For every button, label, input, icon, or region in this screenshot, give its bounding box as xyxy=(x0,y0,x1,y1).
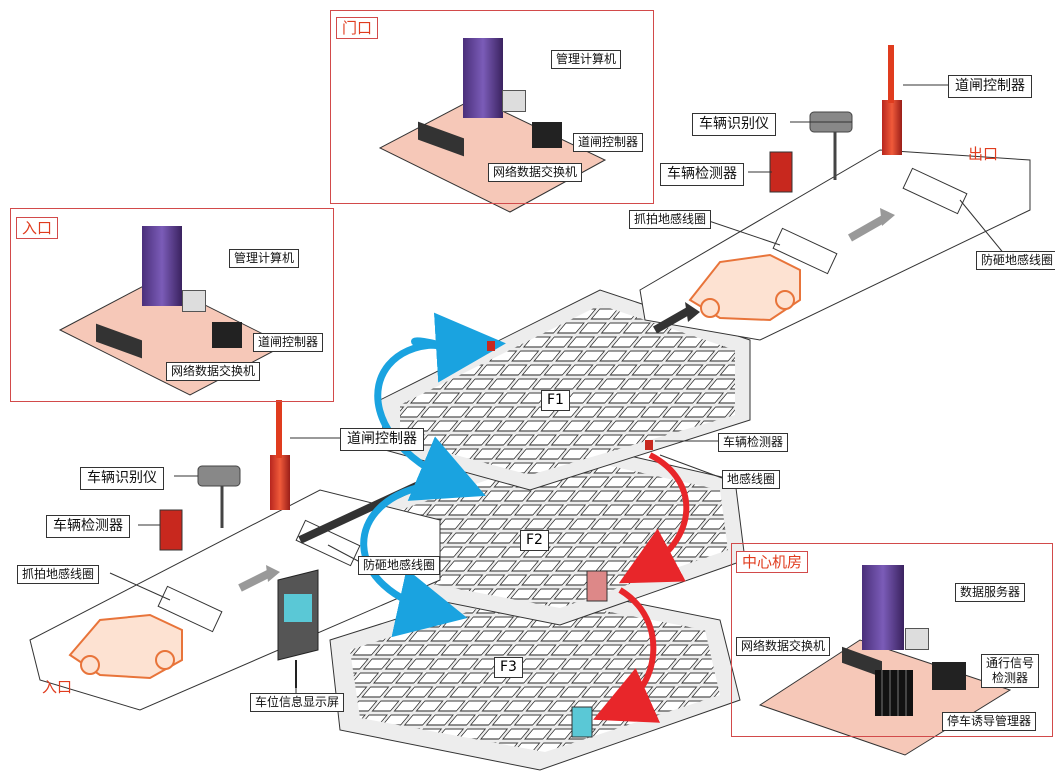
center-room-detector-icon xyxy=(932,662,966,690)
floor-coil-label: 地感线圈 xyxy=(722,470,781,489)
leader-lines xyxy=(109,84,1006,695)
entrance-room-controller-icon xyxy=(212,322,242,348)
exit-gate-controller-label: 道闸控制器 xyxy=(948,75,1032,98)
center-room-signal-detector-label: 通行信号 检测器 xyxy=(981,654,1040,688)
exit-barrier-arm xyxy=(888,45,894,103)
gate-room-gate-controller-label: 道闸控制器 xyxy=(573,133,644,152)
center-room-tag: 中心机房 xyxy=(736,551,809,573)
entry-detector-label: 车辆检测器 xyxy=(46,515,130,538)
exit-camera-label: 车辆识别仪 xyxy=(692,113,776,136)
entry-label: 入口 xyxy=(42,678,73,696)
entry-capture-coil-label: 抓拍地感线圈 xyxy=(17,565,100,584)
f2-terminal-icon xyxy=(586,570,608,602)
entry-camera-icon xyxy=(197,465,241,528)
exit-anti-coil-label: 防砸地感线圈 xyxy=(976,251,1055,270)
exit-capture-coil-label: 抓拍地感线圈 xyxy=(629,210,712,229)
exit-label: 出口 xyxy=(968,145,999,163)
gate-room-controller-icon xyxy=(532,122,562,148)
entry-barrier-arm xyxy=(276,400,282,458)
center-room-monitor-icon xyxy=(905,628,929,650)
center-room-server-icon xyxy=(862,565,904,650)
f3-terminal-icon xyxy=(571,706,593,738)
gate-room-computer-label: 管理计算机 xyxy=(551,50,622,69)
flow-arrow-red-2 xyxy=(593,587,661,723)
center-room-guide-manager-label: 停车诱导管理器 xyxy=(942,712,1037,731)
floor-f2-label: F2 xyxy=(520,530,549,551)
gate-room-switch-label: 网络数据交换机 xyxy=(488,163,583,182)
gate-room-server-icon xyxy=(463,38,503,118)
gate-room-floor xyxy=(378,97,607,213)
entrance-room-server-icon xyxy=(142,226,182,306)
flow-arrow-f1-loop xyxy=(411,312,506,383)
center-room-manager-icon xyxy=(875,670,913,716)
entrance-room-panel xyxy=(10,208,334,402)
center-room-panel xyxy=(731,543,1053,737)
center-room-data-server-label: 数据服务器 xyxy=(955,583,1026,602)
entry-camera-label: 车辆识别仪 xyxy=(80,467,164,490)
f1-right-detector-marker xyxy=(645,440,653,450)
entry-car-illustration xyxy=(68,613,183,680)
entry-anti-coil-label: 防砸地感线圈 xyxy=(358,556,441,575)
floor-f3-label: F3 xyxy=(494,657,523,678)
exit-detector-icon xyxy=(769,151,793,193)
floor-detector-label: 车辆检测器 xyxy=(718,433,789,452)
entry-barrier-pole xyxy=(270,455,290,510)
entrance-room-switch-label: 网络数据交换机 xyxy=(166,362,261,381)
entry-display-screen xyxy=(277,569,319,688)
exit-car-illustration xyxy=(688,253,801,322)
entrance-room-tag: 入口 xyxy=(16,217,59,239)
entrance-room-monitor-icon xyxy=(182,290,206,312)
gate-room-panel xyxy=(330,10,654,204)
entrance-room-computer-label: 管理计算机 xyxy=(229,249,300,268)
center-room-switch-label: 网络数据交换机 xyxy=(736,637,831,656)
gate-room-monitor-icon xyxy=(502,90,526,112)
gate-room-tag: 门口 xyxy=(336,17,379,39)
entry-detector-icon xyxy=(159,509,183,551)
entry-gate-controller-label: 道闸控制器 xyxy=(340,428,424,451)
entry-display-label: 车位信息显示屏 xyxy=(250,693,345,712)
floor-f1-label: F1 xyxy=(541,390,570,411)
flow-arrow-red-1 xyxy=(618,452,690,584)
entrance-room-gate-controller-label: 道闸控制器 xyxy=(253,333,324,352)
flow-arrow-f2-down xyxy=(360,481,468,638)
f1-detector-marker xyxy=(487,341,495,351)
exit-detector-label: 车辆检测器 xyxy=(660,163,744,186)
exit-barrier-pole xyxy=(882,100,902,155)
